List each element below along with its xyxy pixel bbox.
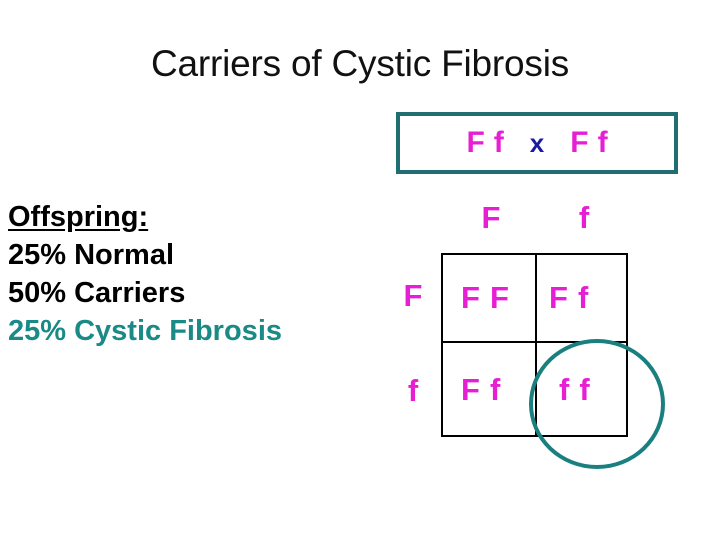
parent-cross-box: F f x F f bbox=[396, 112, 678, 174]
punnett-column-header-1: f bbox=[578, 200, 590, 235]
offspring-line-carriers: 50% Carriers bbox=[8, 277, 186, 309]
cell-allele-a: f bbox=[559, 372, 570, 407]
parent-cross-row: F f x F f bbox=[400, 116, 674, 170]
grid-vertical-divider bbox=[535, 255, 537, 435]
offspring-line-normal: 25% Normal bbox=[8, 239, 175, 271]
parent1-allele-a: F bbox=[466, 126, 485, 159]
punnett-cell-ff-dominant: F F bbox=[443, 255, 535, 341]
cell-allele-b: f bbox=[579, 372, 590, 407]
punnett-column-header-0: F bbox=[481, 200, 501, 235]
punnett-row-header-1: f bbox=[407, 373, 419, 408]
offspring-heading: Offspring: bbox=[8, 201, 149, 233]
punnett-square-grid: F F F f F f f f bbox=[441, 253, 628, 437]
cell-allele-b: f bbox=[489, 372, 501, 407]
parent1-allele-b: f bbox=[493, 126, 504, 159]
punnett-cell-carrier-bottom: F f bbox=[443, 343, 535, 437]
cell-allele-b: F bbox=[489, 280, 509, 315]
cell-allele-a: F bbox=[461, 372, 480, 407]
punnett-row-header-0: F bbox=[403, 278, 423, 313]
page-title: Carriers of Cystic Fibrosis bbox=[150, 43, 570, 84]
cell-allele-a: F bbox=[461, 280, 480, 315]
punnett-cell-carrier-top: F f bbox=[537, 255, 628, 341]
parent2-allele-a: F bbox=[570, 126, 589, 159]
cross-operator: x bbox=[529, 127, 545, 158]
punnett-cell-affected: f f bbox=[537, 343, 628, 437]
cell-allele-a: F bbox=[549, 280, 568, 315]
offspring-line-cystic-fibrosis: 25% Cystic Fibrosis bbox=[8, 315, 282, 347]
parent2-allele-b: f bbox=[597, 126, 608, 159]
cell-allele-b: f bbox=[577, 280, 589, 315]
offspring-summary: Offspring: 25% Normal 50% Carriers 25% C… bbox=[8, 198, 368, 350]
